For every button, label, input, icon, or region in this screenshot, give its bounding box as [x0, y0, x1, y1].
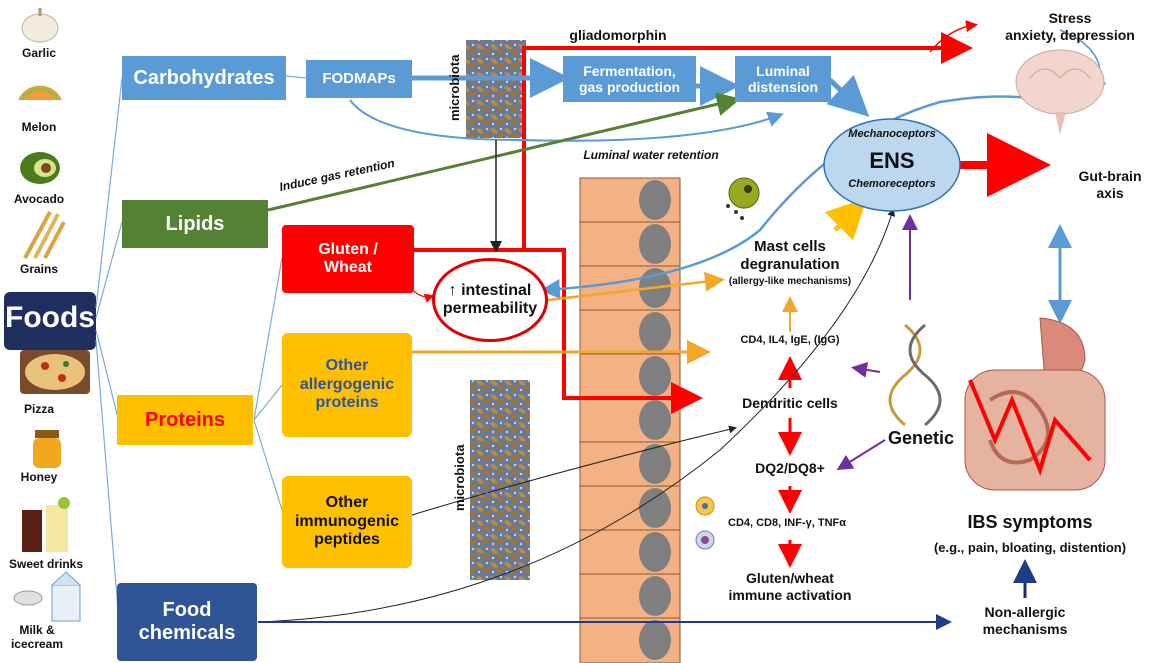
cell-nucleus: [639, 620, 671, 660]
gut-icon: [964, 317, 1106, 491]
avocado-icon: [20, 152, 60, 184]
pizza-icon: [20, 350, 90, 394]
intestinal-permeability-oval: ↑ intestinal permeability: [432, 258, 548, 342]
sweet-drinks-icon: [22, 497, 70, 552]
dna-icon: [888, 323, 942, 427]
food-label: Grains: [19, 262, 58, 276]
epithelium-column: [579, 177, 681, 663]
non-allergic-label: Non-allergic mechanisms: [982, 604, 1068, 637]
cell-nucleus: [639, 180, 671, 220]
microbiota-top-image: [466, 40, 526, 138]
cell-nucleus: [639, 356, 671, 396]
ibs-title: IBS symptoms: [967, 512, 1093, 532]
fermentation-box: Fermentation, gas production: [563, 56, 696, 102]
cell-nucleus: [639, 400, 671, 440]
ens-title: ENS: [869, 148, 915, 173]
allergy-arrows: [412, 271, 798, 364]
foods-title: Foods: [5, 301, 95, 334]
ens-mechanoceptors-label: Mechanoceptors: [848, 128, 936, 140]
ens-chemoreceptors-label: Chemoreceptors: [848, 178, 936, 190]
stress-label: Stress anxiety, depression: [1005, 10, 1135, 43]
food-label: Garlic: [21, 46, 57, 60]
ibs-subtitle: (e.g., pain, bloating, distention): [933, 540, 1127, 555]
food-chemicals-box: Food chemicals: [117, 583, 257, 661]
allergy-like-label: (allergy-like mechanisms): [728, 276, 852, 287]
microbiota-bottom-label: microbiota: [452, 444, 468, 512]
food-connectors: [95, 75, 307, 611]
food-label: Honey: [20, 470, 58, 484]
gluten-wheat-box: Gluten / Wheat: [282, 225, 414, 293]
gluten-immune-label: Gluten/wheat immune activation: [728, 570, 852, 603]
carb-pathway: [349, 29, 1107, 324]
food-label: Milk & icecream: [10, 623, 64, 652]
honey-icon: [33, 430, 61, 468]
mast-cells-label: Mast cells degranulation: [740, 238, 840, 273]
t-cell-icons: [695, 496, 715, 550]
cell-nucleus: [639, 576, 671, 616]
cd4-cd8-label: CD4, CD8, INF-γ, TNFα: [728, 517, 846, 529]
proteins-box: Proteins: [117, 395, 253, 445]
fodmaps-box: FODMAPs: [306, 60, 412, 98]
dendritic-cells-label: Dendritic cells: [742, 395, 838, 411]
grains-icon: [23, 211, 66, 259]
food-label: Pizza: [23, 402, 54, 416]
brain-icon: [1015, 49, 1105, 135]
cell-nucleus: [639, 444, 671, 484]
dq2-dq8-label: DQ2/DQ8+: [755, 460, 825, 476]
garlic-icon: [21, 8, 59, 43]
melon-icon: [18, 85, 62, 101]
genetic-label: Genetic: [887, 428, 955, 448]
carbohydrates-box: Carbohydrates: [122, 56, 286, 100]
cell-nucleus: [639, 532, 671, 572]
luminal-water-label: Luminal water retention: [583, 148, 719, 162]
other-allergogenic-box: Other allergogenic proteins: [282, 333, 412, 437]
microbiota-top-label: microbiota: [447, 54, 463, 122]
cell-nucleus: [639, 488, 671, 528]
food-label: Avocado: [13, 192, 65, 206]
milk-icon: [13, 571, 81, 622]
food-label: Sweet drinks: [8, 557, 84, 571]
foods-box: [4, 292, 96, 350]
cell-nucleus: [639, 224, 671, 264]
gliadomorphin-label: gliadomorphin: [569, 27, 667, 43]
ens-ellipse: [823, 118, 961, 212]
microbiota-bottom-image: [470, 380, 530, 580]
cell-nucleus: [639, 312, 671, 352]
cd4-il4-label: CD4, IL4, IgE, (IgG): [740, 334, 840, 346]
gut-brain-axis-label: Gut-brain axis: [1078, 168, 1142, 201]
mast-cell-icon: [726, 177, 760, 220]
genetic-arrows: [836, 214, 918, 471]
luminal-distension-box: Luminal distension: [735, 56, 831, 102]
lipids-box: Lipids: [122, 200, 268, 248]
food-label: Melon: [21, 120, 57, 134]
other-immunogenic-box: Other immunogenic peptides: [282, 476, 412, 568]
